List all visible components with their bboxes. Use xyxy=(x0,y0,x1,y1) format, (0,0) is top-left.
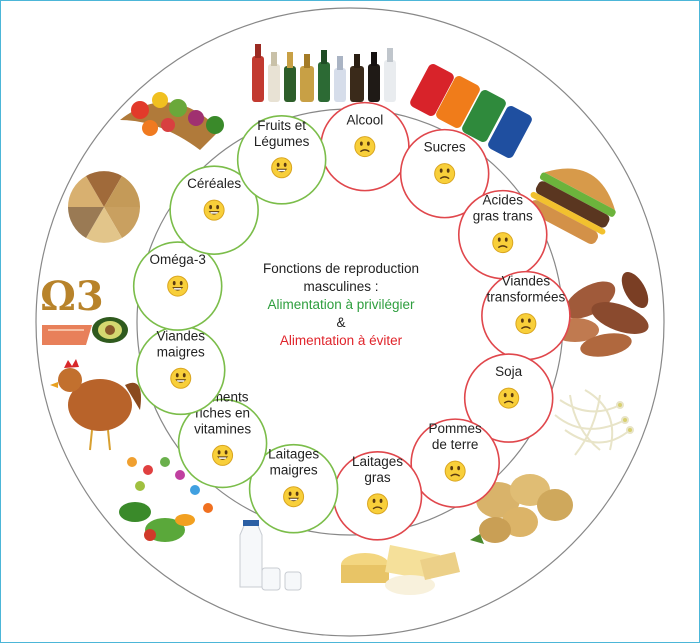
center-text-block: Fonctions de reproduction masculines : A… xyxy=(263,261,419,348)
smile-face-icon xyxy=(283,486,305,508)
food-label: de terre xyxy=(432,437,479,452)
food-label: riches en xyxy=(195,405,250,420)
frown-face-icon xyxy=(354,136,376,158)
favor-legend: Alimentation à privilégier xyxy=(267,297,415,312)
food-label: Viandes xyxy=(156,328,205,343)
smile-face-icon xyxy=(167,275,189,297)
outer-ring xyxy=(35,7,665,637)
food-label: maigres xyxy=(157,344,205,359)
center-title-line2: masculines : xyxy=(303,279,378,294)
frown-face-icon xyxy=(434,163,456,185)
frown-face-icon xyxy=(367,493,389,515)
liquor-bottles-picture xyxy=(252,44,396,102)
bean-sprouts-picture xyxy=(554,389,634,456)
amp-separator: & xyxy=(336,315,345,330)
food-label: transformées xyxy=(486,290,565,305)
hamburger-picture xyxy=(528,168,616,244)
chicken-picture xyxy=(50,359,141,451)
food-label: gras trans xyxy=(473,209,533,224)
food-label: Laitages xyxy=(268,447,319,462)
food-label: Soja xyxy=(495,364,523,379)
smile-face-icon xyxy=(170,367,192,389)
frown-face-icon xyxy=(498,387,520,409)
food-label: Sucres xyxy=(424,140,466,155)
cheeses-picture xyxy=(341,545,460,595)
omega-3-logo: Ω3 xyxy=(40,273,103,320)
milk-yogurt-picture xyxy=(239,520,302,591)
frown-face-icon xyxy=(515,313,537,335)
food-label: Laitages xyxy=(352,454,403,469)
food-node-cereales: Céréales xyxy=(169,165,259,255)
food-label: gras xyxy=(364,470,391,485)
smile-face-icon xyxy=(271,157,293,179)
potatoes-picture xyxy=(470,474,573,544)
vitamin-vegetables-picture xyxy=(119,457,213,542)
avoid-legend: Alimentation à éviter xyxy=(280,333,403,348)
food-label: Oméga-3 xyxy=(150,252,206,267)
grains-picture xyxy=(68,171,140,243)
food-label: Fruits et xyxy=(257,118,306,133)
food-label: Acides xyxy=(483,193,524,208)
frown-face-icon xyxy=(492,232,514,254)
food-node-soja: Soja xyxy=(463,353,554,443)
smile-face-icon xyxy=(212,444,234,466)
soda-cans-picture xyxy=(410,63,532,159)
food-label: vitamines xyxy=(194,421,251,436)
food-label: Légumes xyxy=(254,134,310,149)
food-label: Céréales xyxy=(187,176,241,191)
smile-face-icon xyxy=(203,199,225,221)
food-label: Pommes xyxy=(429,421,483,436)
food-node-sucres: Sucres xyxy=(399,128,490,219)
salmon-avocado-picture: Ω3 xyxy=(40,273,128,345)
food-pictures: Ω3 xyxy=(40,44,649,595)
frown-face-icon xyxy=(444,460,466,482)
food-node-omega-3: Oméga-3 xyxy=(132,241,223,331)
food-node-alcool: Alcool xyxy=(320,101,410,192)
center-title-line1: Fonctions de reproduction xyxy=(263,261,419,276)
food-label: maigres xyxy=(270,463,318,478)
food-node-circle xyxy=(177,398,268,489)
food-label: Alcool xyxy=(346,113,383,128)
fruit-cornucopia-picture xyxy=(120,92,224,150)
food-label: Viandes xyxy=(502,274,551,289)
